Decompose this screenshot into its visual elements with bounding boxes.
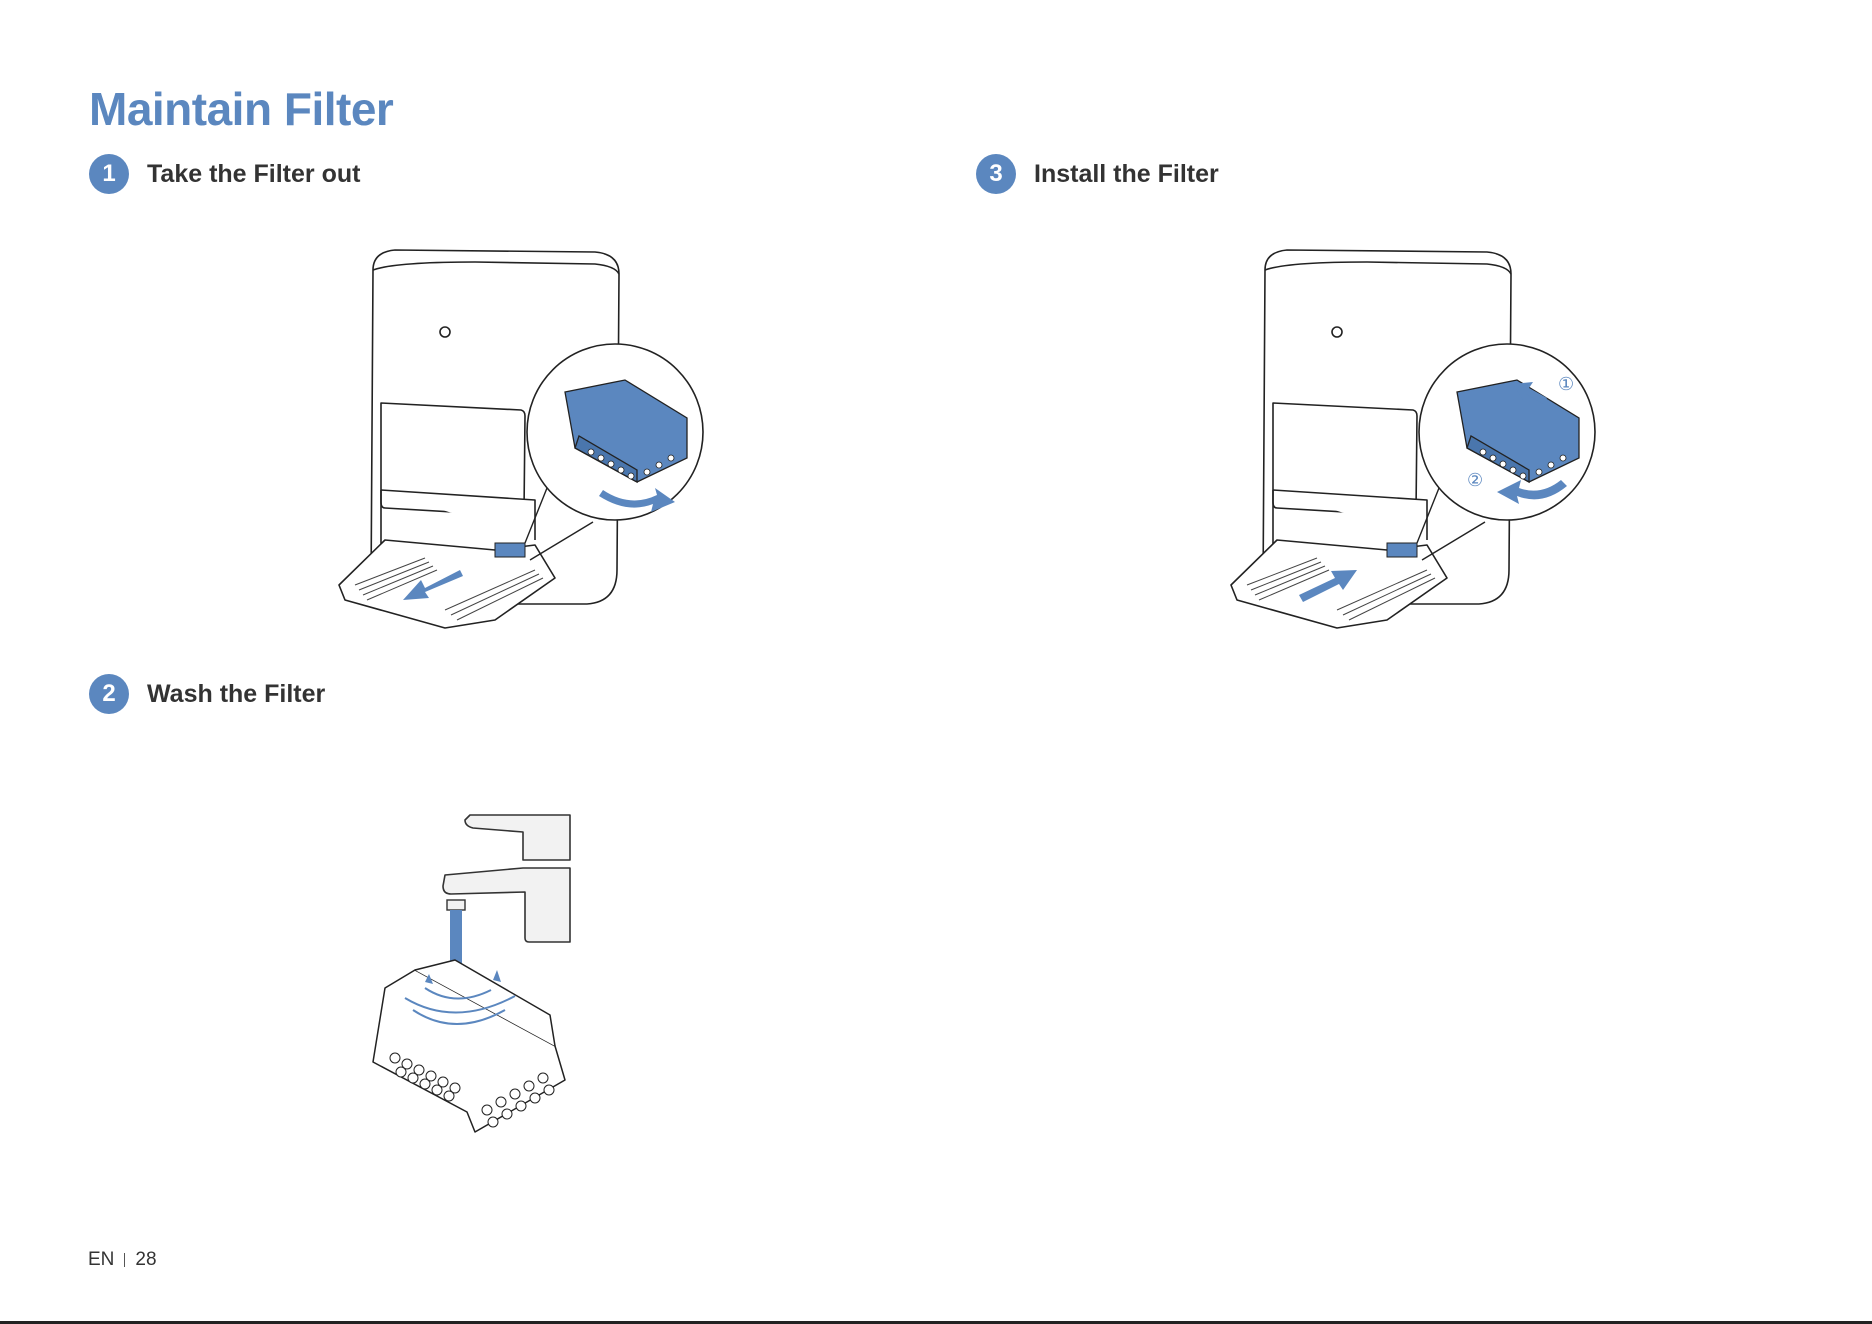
install-marker-1: ① bbox=[1558, 374, 1574, 395]
step-3-heading: 3 Install the Filter bbox=[976, 154, 1219, 194]
filter-washing-illustration bbox=[355, 810, 585, 1140]
step-number-badge: 3 bbox=[976, 154, 1016, 194]
filter-removal-illustration bbox=[325, 240, 725, 640]
page-title: Maintain Filter bbox=[89, 82, 393, 136]
page-footer: EN 28 bbox=[88, 1249, 157, 1271]
filter-install-illustration: ① ② bbox=[1217, 240, 1617, 640]
page-number: 28 bbox=[135, 1249, 156, 1271]
install-marker-2: ② bbox=[1467, 470, 1483, 491]
language-code: EN bbox=[88, 1249, 114, 1271]
step-number-badge: 2 bbox=[89, 674, 129, 714]
step-2-heading: 2 Wash the Filter bbox=[89, 674, 325, 714]
footer-divider bbox=[124, 1253, 125, 1267]
step-1-heading: 1 Take the Filter out bbox=[89, 154, 360, 194]
step-label: Take the Filter out bbox=[147, 160, 360, 189]
step-label: Wash the Filter bbox=[147, 680, 325, 709]
step-label: Install the Filter bbox=[1034, 160, 1219, 189]
step-number-badge: 1 bbox=[89, 154, 129, 194]
